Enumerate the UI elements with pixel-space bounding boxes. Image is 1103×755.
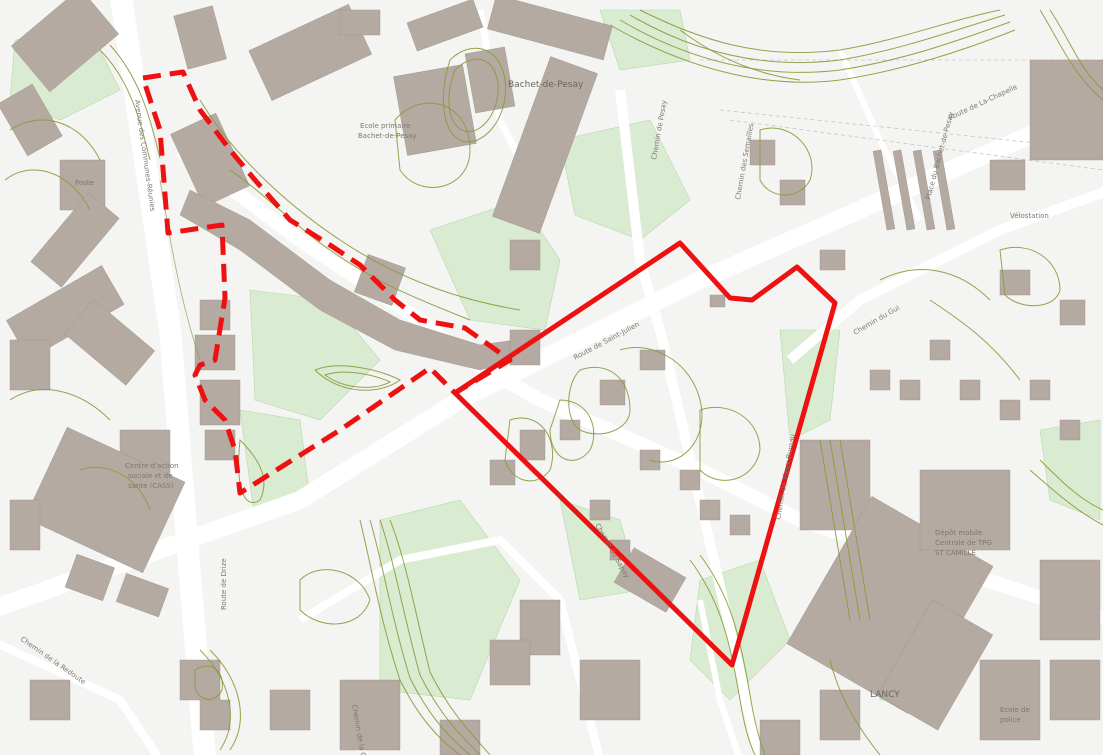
label-route-de-la-chapelle: Route de La-Chapelle [947, 83, 1018, 122]
project-perimeter-dashed[interactable] [140, 69, 513, 496]
tram-lines [700, 59, 1103, 171]
label-ecole-primaire-2: Bachet-de-Pesay [358, 132, 417, 140]
project-perimeter-solid[interactable] [452, 240, 838, 668]
label-velostation: Vélostation [1010, 212, 1049, 220]
label-ecole-sapay-1: Ecole de [1000, 706, 1030, 714]
contour-lines [4, 9, 1103, 755]
label-ecole-sapay-2: police [1000, 716, 1021, 724]
label-cams-3: santé (CASS) [128, 482, 174, 490]
label-depot-3: ST CAMILLE [935, 549, 976, 557]
label-bachet-de-pesay: Bachet-de-Pesay [508, 80, 584, 90]
label-poste: Poste [75, 179, 94, 187]
label-depot-2: Centrale de TPG [935, 539, 992, 547]
label-depot-1: Dépôt mobile [935, 529, 982, 537]
label-cams-1: Centre d'action [125, 462, 179, 470]
label-cams-2: sociale et de [128, 472, 173, 480]
label-lancy: LANCY [870, 690, 900, 700]
label-route-de-drize: Route de Drize [220, 558, 228, 610]
label-chemin-du-gui: Chemin du Gui [852, 304, 901, 337]
label-ecole-primaire: Ecole primaire [360, 122, 410, 130]
